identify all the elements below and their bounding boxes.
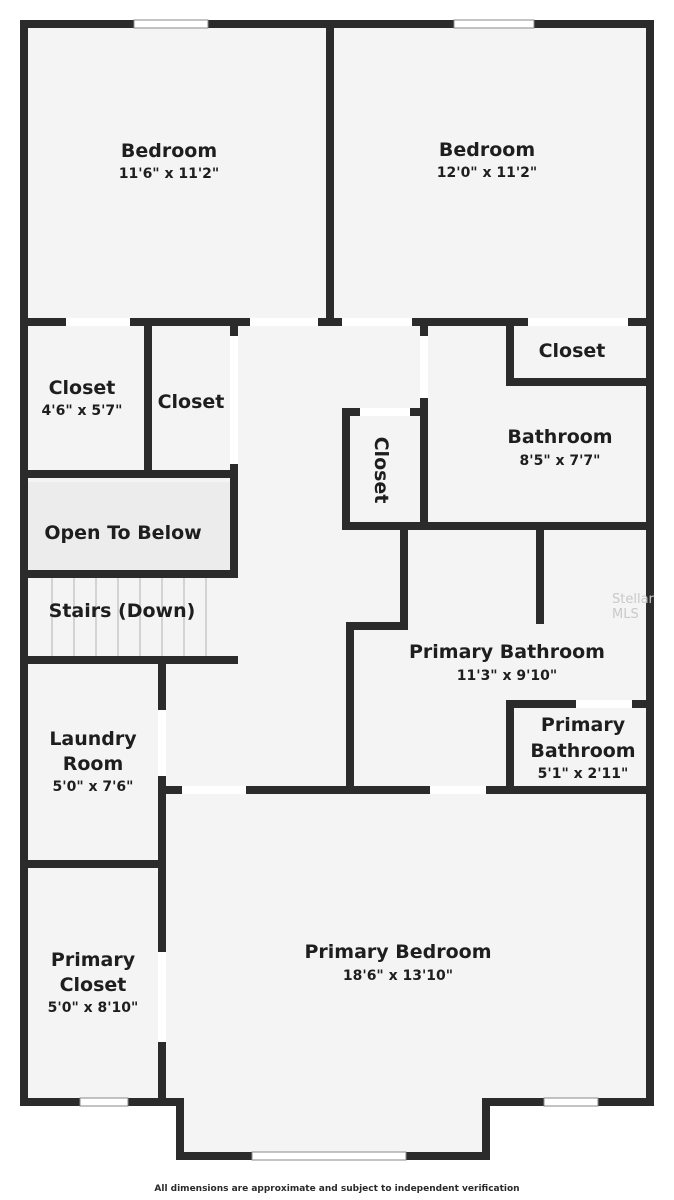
room-name: Closet	[49, 377, 116, 399]
window	[133, 19, 209, 29]
open-to-below-area	[28, 482, 232, 572]
room-name: Primary Bathroom	[409, 641, 605, 663]
room-dimensions: 18'6" x 13'10"	[343, 968, 453, 984]
room-name: Primary	[541, 714, 626, 736]
stairs-treads	[51, 578, 207, 656]
room-name: Open To Below	[44, 522, 201, 544]
room-name: Primary Bedroom	[304, 941, 491, 963]
room-name: Bathroom	[507, 426, 612, 448]
room-name: Primary	[51, 949, 136, 971]
room-dimensions: 5'1" x 2'11"	[538, 766, 629, 782]
room-dimensions: 5'0" x 8'10"	[48, 1000, 139, 1016]
window	[79, 1097, 129, 1107]
room-name: Laundry	[49, 728, 137, 750]
room-name: Bathroom	[530, 740, 635, 762]
room-name: Bedroom	[439, 139, 535, 161]
room-name: Closet	[370, 437, 392, 504]
room-dimensions: 11'3" x 9'10"	[457, 668, 557, 684]
windows	[79, 19, 599, 1161]
watermark-text: Stellar MLS	[612, 592, 654, 622]
room-dimensions: 12'0" x 11'2"	[437, 165, 537, 181]
window	[251, 1151, 407, 1161]
room-name: Bedroom	[121, 140, 217, 162]
openings	[66, 318, 632, 1042]
room-name: Closet	[158, 391, 225, 413]
room-dimensions: 11'6" x 11'2"	[119, 166, 219, 182]
disclaimer-footer: All dimensions are approximate and subje…	[154, 1184, 520, 1194]
room-name: Closet	[60, 974, 127, 996]
room-dimensions: 8'5" x 7'7"	[520, 453, 601, 469]
room-name: Stairs (Down)	[49, 600, 196, 622]
room-name: Closet	[539, 340, 606, 362]
room-dimensions: 4'6" x 5'7"	[42, 403, 123, 419]
window	[453, 19, 535, 29]
room-dimensions: 5'0" x 7'6"	[53, 779, 134, 795]
window	[543, 1097, 599, 1107]
room-name: Room	[63, 753, 124, 775]
